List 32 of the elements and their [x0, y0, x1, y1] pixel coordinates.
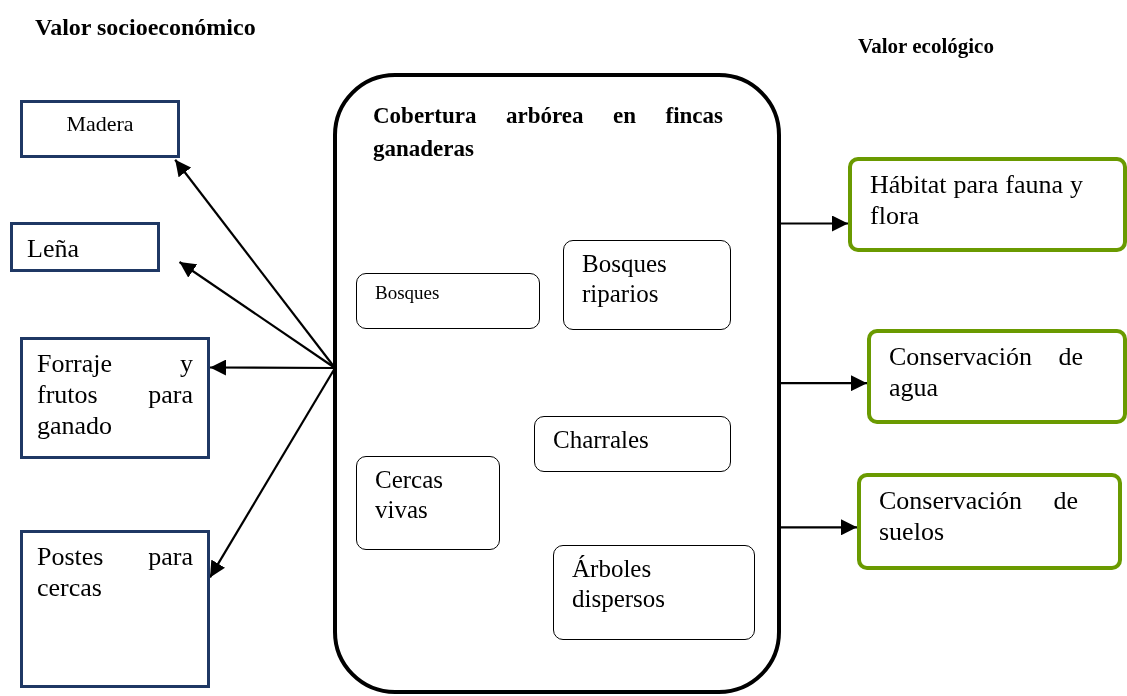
node-text: Cercas vivas	[375, 465, 445, 525]
output-box	[10, 222, 160, 272]
section-heading: Valor socioeconómico	[35, 14, 256, 41]
output-box	[20, 100, 180, 158]
node-text: Conservación de suelos	[879, 485, 1078, 548]
output-box	[848, 157, 1127, 252]
node-text: Madera	[65, 111, 135, 138]
arrow	[210, 359, 335, 376]
node-text: Bosques riparios	[582, 249, 668, 309]
arrow	[781, 519, 857, 536]
process-box	[534, 416, 731, 472]
output-box	[857, 473, 1122, 570]
node-text: Árboles dispersos	[572, 554, 667, 614]
section-heading: Valor ecológico	[858, 34, 994, 59]
node-text: Bosques	[375, 282, 441, 305]
arrow	[781, 375, 867, 392]
output-box	[20, 337, 210, 459]
process-box	[553, 545, 755, 640]
node-text: Forraje y frutos para ganado	[37, 348, 193, 442]
output-box	[20, 530, 210, 688]
node-text: Charrales	[553, 425, 650, 455]
output-box	[867, 329, 1127, 424]
process-box	[356, 273, 540, 329]
group-box	[333, 73, 781, 694]
process-box	[356, 456, 500, 550]
node-text: Hábitat para fauna y flora	[870, 169, 1083, 232]
arrow	[781, 215, 848, 232]
node-text: Leña	[27, 233, 80, 265]
node-text: Postes para cercas	[37, 541, 193, 604]
process-box	[563, 240, 731, 330]
group-heading: Cobertura arbórea en fincas ganaderas	[373, 102, 723, 164]
node-text: Conservación de agua	[889, 341, 1083, 404]
